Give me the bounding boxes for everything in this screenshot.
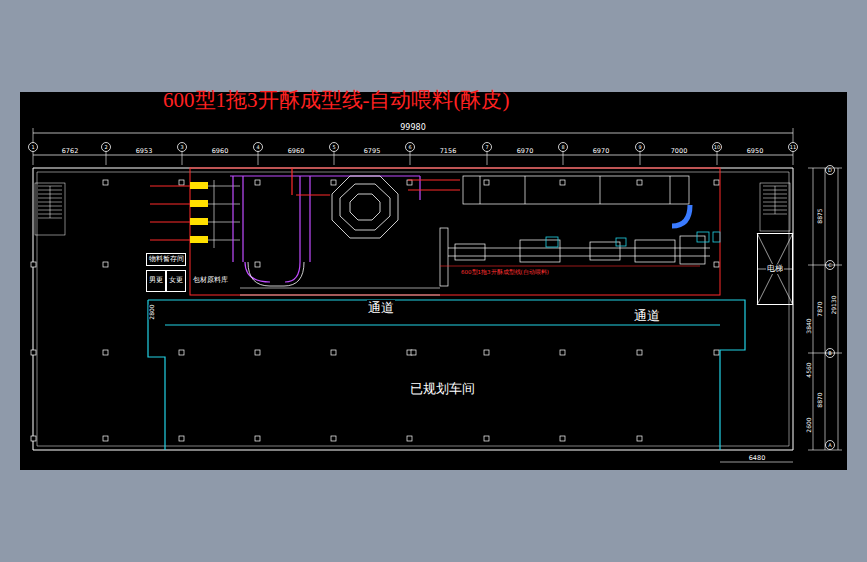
dimension-text: 8 [561,145,564,150]
dimension-text: 29130 [831,295,837,314]
dimension-text: 1 [31,145,34,150]
dimension-text: 2 [104,145,107,150]
dimension-text: 7 [485,145,488,150]
dimension-text: 6953 [136,148,153,155]
dimension-text: 6970 [593,148,610,155]
dimension-text: 2800 [149,304,155,319]
planned-area: 已规划车间 [165,330,720,448]
dimension-text: 11 [790,145,796,150]
dimension-text: 6795 [364,148,381,155]
dimension-text: 99980 [400,124,425,132]
dimension-text: 7156 [440,148,457,155]
dimension-text: A [828,443,831,448]
dimension-text: 6960 [288,148,305,155]
dimension-text: 9 [638,145,641,150]
room-label: 女更 [169,277,183,284]
dimension-text: 6762 [62,148,79,155]
dimension-text: 7870 [817,301,823,316]
dimension-text: 3840 [806,318,812,333]
room-box: 包材原料库 [188,272,232,290]
dimension-text: 6 [408,145,411,150]
passage-label: 通道 [633,308,661,323]
dimension-text: 10 [714,145,720,150]
dimension-text: 4560 [806,362,812,377]
room-label: 已规划车间 [410,382,475,396]
dimension-text: 5 [332,145,335,150]
equipment-note: 600型1拖3开酥成型线(自动喂料) [460,269,550,277]
room-box: 女更 [166,270,186,292]
room-box: 男更 [146,270,166,292]
dimension-text: 3 [180,145,183,150]
room-label: 包材原料库 [193,277,228,284]
room-box: 电梯 [757,233,793,305]
room-label: 电梯 [766,264,784,275]
dimension-text: 2600 [806,417,812,432]
room-label: 物料暂存间 [149,256,184,263]
dimension-text: 8870 [817,392,823,407]
room-label: 男更 [149,277,163,284]
dimension-text: 6480 [749,455,766,462]
dimension-text: B [828,351,831,356]
dimension-text: 6970 [517,148,534,155]
drawing-title: 600型1拖3开酥成型线-自动喂料(酥皮) [163,90,509,111]
dimension-text: 7000 [671,148,688,155]
dimension-text: 4 [256,145,259,150]
dimension-text: D [828,168,832,173]
passage-label: 通道 [367,300,395,315]
room-box: 物料暂存间 [146,253,186,266]
dimension-text: 6960 [212,148,229,155]
dimension-text: 8875 [817,208,823,223]
dimension-text: 6950 [747,148,764,155]
dimension-text: C [828,263,832,268]
